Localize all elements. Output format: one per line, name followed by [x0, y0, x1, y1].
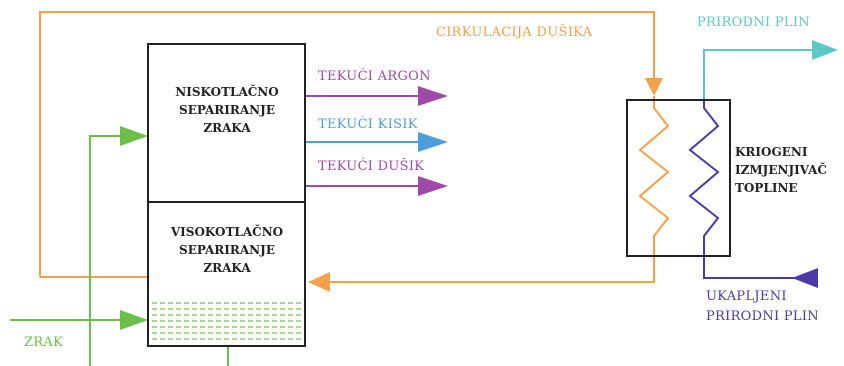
argon-arrow [418, 86, 448, 106]
nitrogen-zigzag [638, 96, 670, 252]
air-arrow-lower [120, 310, 148, 330]
natural-gas-arrow [812, 40, 838, 60]
nitrogen-liquid-label: TEKUĆI DUŠIK [318, 157, 424, 174]
exchanger-label-2: IZMJENJIVAČ [735, 161, 827, 177]
high-pressure-label-3: ZRAKA [203, 261, 251, 275]
nitrogen-return-line [330, 252, 655, 283]
low-pressure-label-2: SEPARIRANJE [179, 103, 275, 117]
exchanger-label-1: KRIOGENI [735, 145, 808, 159]
low-pressure-label-1: NISKOTLAČNO [175, 83, 278, 99]
nitrogen-liquid-arrow [418, 176, 448, 196]
nitrogen-arrow-down [645, 78, 663, 96]
low-pressure-label-3: ZRAKA [203, 121, 251, 135]
lng-label-line1: UKAPLJENI [706, 289, 787, 304]
air-arrow-upper [120, 126, 148, 146]
air-riser-line [89, 135, 122, 366]
high-pressure-label-1: VISOKOTLAČNO [170, 223, 283, 239]
oxygen-label: TEKUĆI KISIK [318, 115, 418, 132]
lng-label-line2: PRIRODNI PLIN [706, 309, 819, 324]
nitrogen-circulation-label: CIRKULACIJA DUŠIKA [436, 23, 593, 40]
oxygen-arrow [418, 132, 448, 152]
nitrogen-circulation-line [39, 11, 655, 277]
heat-exchanger-box [626, 99, 731, 257]
high-pressure-box [147, 201, 306, 347]
natural-gas-line [703, 49, 812, 100]
air-label: ZRAK [24, 335, 63, 350]
lng-arrow [792, 268, 818, 288]
argon-label: TEKUĆI ARGON [318, 67, 431, 84]
natural-gas-label: PRIRODNI PLIN [697, 15, 810, 30]
liquid-sump [150, 300, 303, 344]
nitrogen-arrow-left [308, 272, 330, 292]
high-pressure-label-2: SEPARIRANJE [179, 243, 275, 257]
exchanger-label-3: TOPLINE [735, 181, 798, 195]
